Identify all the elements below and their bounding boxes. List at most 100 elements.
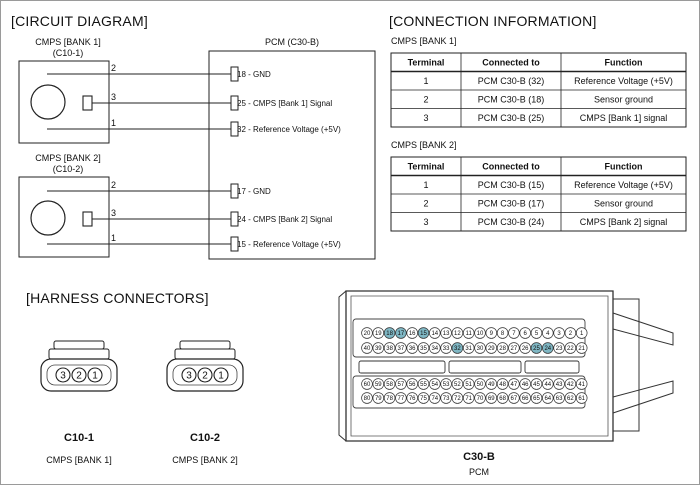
pcm-box-title: PCM (C30-B) xyxy=(265,37,319,47)
bank1-wire-gnd-sensor-pin: 2 xyxy=(111,63,116,73)
circuit-diagram-heading: [CIRCUIT DIAGRAM] xyxy=(11,13,148,29)
pcm-pin-label: 58 xyxy=(386,382,393,388)
bank1-wire-gnd: 2 18 - GND xyxy=(47,63,271,82)
pcm-pin xyxy=(496,378,509,390)
table-cell: Sensor ground xyxy=(594,199,653,209)
table-cell: 3 xyxy=(423,217,428,227)
sensor-connector-pin xyxy=(71,367,87,383)
pcm-pin xyxy=(474,392,486,404)
pcm-pin xyxy=(553,378,565,390)
pcm-pin-label: 3 xyxy=(557,331,561,337)
pcm-pin xyxy=(395,378,407,390)
bank2-wire-ref: 1 15 - Reference Voltage (+5V) xyxy=(47,233,341,252)
pcm-pin xyxy=(542,342,554,354)
pcm-pin-label: 7 xyxy=(512,331,516,337)
pcm-pin xyxy=(361,327,373,339)
pcm-pin-label: 25 xyxy=(533,346,540,352)
bank2-wire-ref-sensor-pin: 1 xyxy=(111,233,116,243)
bank2-wire-ref-label: 15 - Reference Voltage (+5V) xyxy=(237,240,341,249)
pcm-pin xyxy=(462,392,475,404)
bank1-wire-signal-sensor-pin: 3 xyxy=(111,92,116,102)
pcm-pin xyxy=(519,392,531,404)
bank1-sensor-box xyxy=(18,60,110,144)
table-cell: PCM C30-B (25) xyxy=(478,113,545,123)
bank1-wire-ref: 1 32 - Reference Voltage (+5V) xyxy=(47,118,341,137)
pcm-pin xyxy=(496,327,509,339)
pcm-pin-label: 51 xyxy=(465,382,472,388)
bank1-wire-gnd-label: 18 - GND xyxy=(237,70,271,79)
pcm-pin-label: 69 xyxy=(488,396,495,402)
pcm-pin-label: 35 xyxy=(420,346,427,352)
pcm-pin-label: 47 xyxy=(511,382,518,388)
sensor-connector-code: C10-1 xyxy=(64,432,94,444)
table-header-cell: Connected to xyxy=(482,162,540,172)
pcm-connector-code: C30-B xyxy=(463,451,495,463)
pcm-pin xyxy=(372,392,385,404)
pcm-pin-label: 10 xyxy=(477,331,484,337)
table-header-cell: Connected to xyxy=(482,58,540,68)
sensor-connector-pin-label: 1 xyxy=(92,371,98,382)
pcm-pin-label: 66 xyxy=(522,396,529,402)
sensor-connector-pin-label: 1 xyxy=(218,371,224,382)
pcm-pin xyxy=(406,378,418,390)
bank2-wire-signal: 3 24 - CMPS [Bank 2] Signal xyxy=(92,208,332,227)
pcm-pin xyxy=(429,392,441,404)
table-cell: Sensor ground xyxy=(594,95,653,105)
pcm-pin-label: 70 xyxy=(477,396,484,402)
pcm-pin-label: 6 xyxy=(524,331,528,337)
bank2-wire-signal-label: 24 - CMPS [Bank 2] Signal xyxy=(237,215,332,224)
pcm-pin-label: 65 xyxy=(533,396,540,402)
table-header-cell: Terminal xyxy=(408,58,445,68)
table-cell: 3 xyxy=(423,113,428,123)
pcm-pin-label: 14 xyxy=(431,331,438,337)
table-cell: PCM C30-B (24) xyxy=(478,217,545,227)
sensor-connector-name: CMPS [BANK 1] xyxy=(46,455,112,465)
pcm-pin xyxy=(485,327,498,339)
pcm-pin xyxy=(361,392,373,404)
pcm-pin xyxy=(575,378,588,390)
pcm-pin-label: 77 xyxy=(398,396,405,402)
sensor-connector-pin xyxy=(87,367,103,383)
pcm-pin xyxy=(530,378,543,390)
pcm-pin-label: 54 xyxy=(431,382,438,388)
pcm-pin xyxy=(553,342,565,354)
pcm-pin xyxy=(530,342,543,354)
pcm-pin xyxy=(553,392,565,404)
sensor-connector-pin-label: 3 xyxy=(60,371,66,382)
pcm-pin xyxy=(440,392,452,404)
pcm-pin-label: 76 xyxy=(409,396,416,402)
pcm-pin-label: 16 xyxy=(409,331,416,337)
pcm-pin-label: 50 xyxy=(477,382,484,388)
pcm-connector-name: PCM xyxy=(469,467,489,477)
pcm-pin-label: 67 xyxy=(511,396,518,402)
pcm-pin xyxy=(553,327,565,339)
pcm-pin xyxy=(383,392,396,404)
sensor-connector-code: C10-2 xyxy=(190,432,220,444)
pcm-pin-label: 62 xyxy=(567,396,574,402)
pcm-pin xyxy=(383,342,396,354)
pcm-pin-label: 22 xyxy=(567,346,574,352)
pcm-pin-label: 33 xyxy=(443,346,450,352)
table-cell: PCM C30-B (32) xyxy=(478,76,545,86)
pcm-pin-label: 42 xyxy=(567,382,574,388)
pcm-pin xyxy=(451,392,464,404)
pcm-pin xyxy=(462,378,475,390)
pcm-pin-label: 34 xyxy=(431,346,438,352)
pcm-pin-label: 17 xyxy=(398,331,405,337)
pcm-pin-label: 1 xyxy=(580,331,584,337)
pcm-pin xyxy=(429,342,441,354)
table-header-cell: Function xyxy=(605,58,643,68)
pcm-pin-label: 31 xyxy=(465,346,472,352)
pcm-pin xyxy=(542,327,554,339)
pcm-pin-label: 26 xyxy=(522,346,529,352)
pcm-pin-label: 40 xyxy=(364,346,371,352)
bank2-sensor-name: CMPS [BANK 2] xyxy=(35,153,101,163)
bank1-sensor-code: (C10-1) xyxy=(53,48,84,58)
pcm-pin xyxy=(508,392,520,404)
bank2-sensor-circle xyxy=(30,200,66,236)
